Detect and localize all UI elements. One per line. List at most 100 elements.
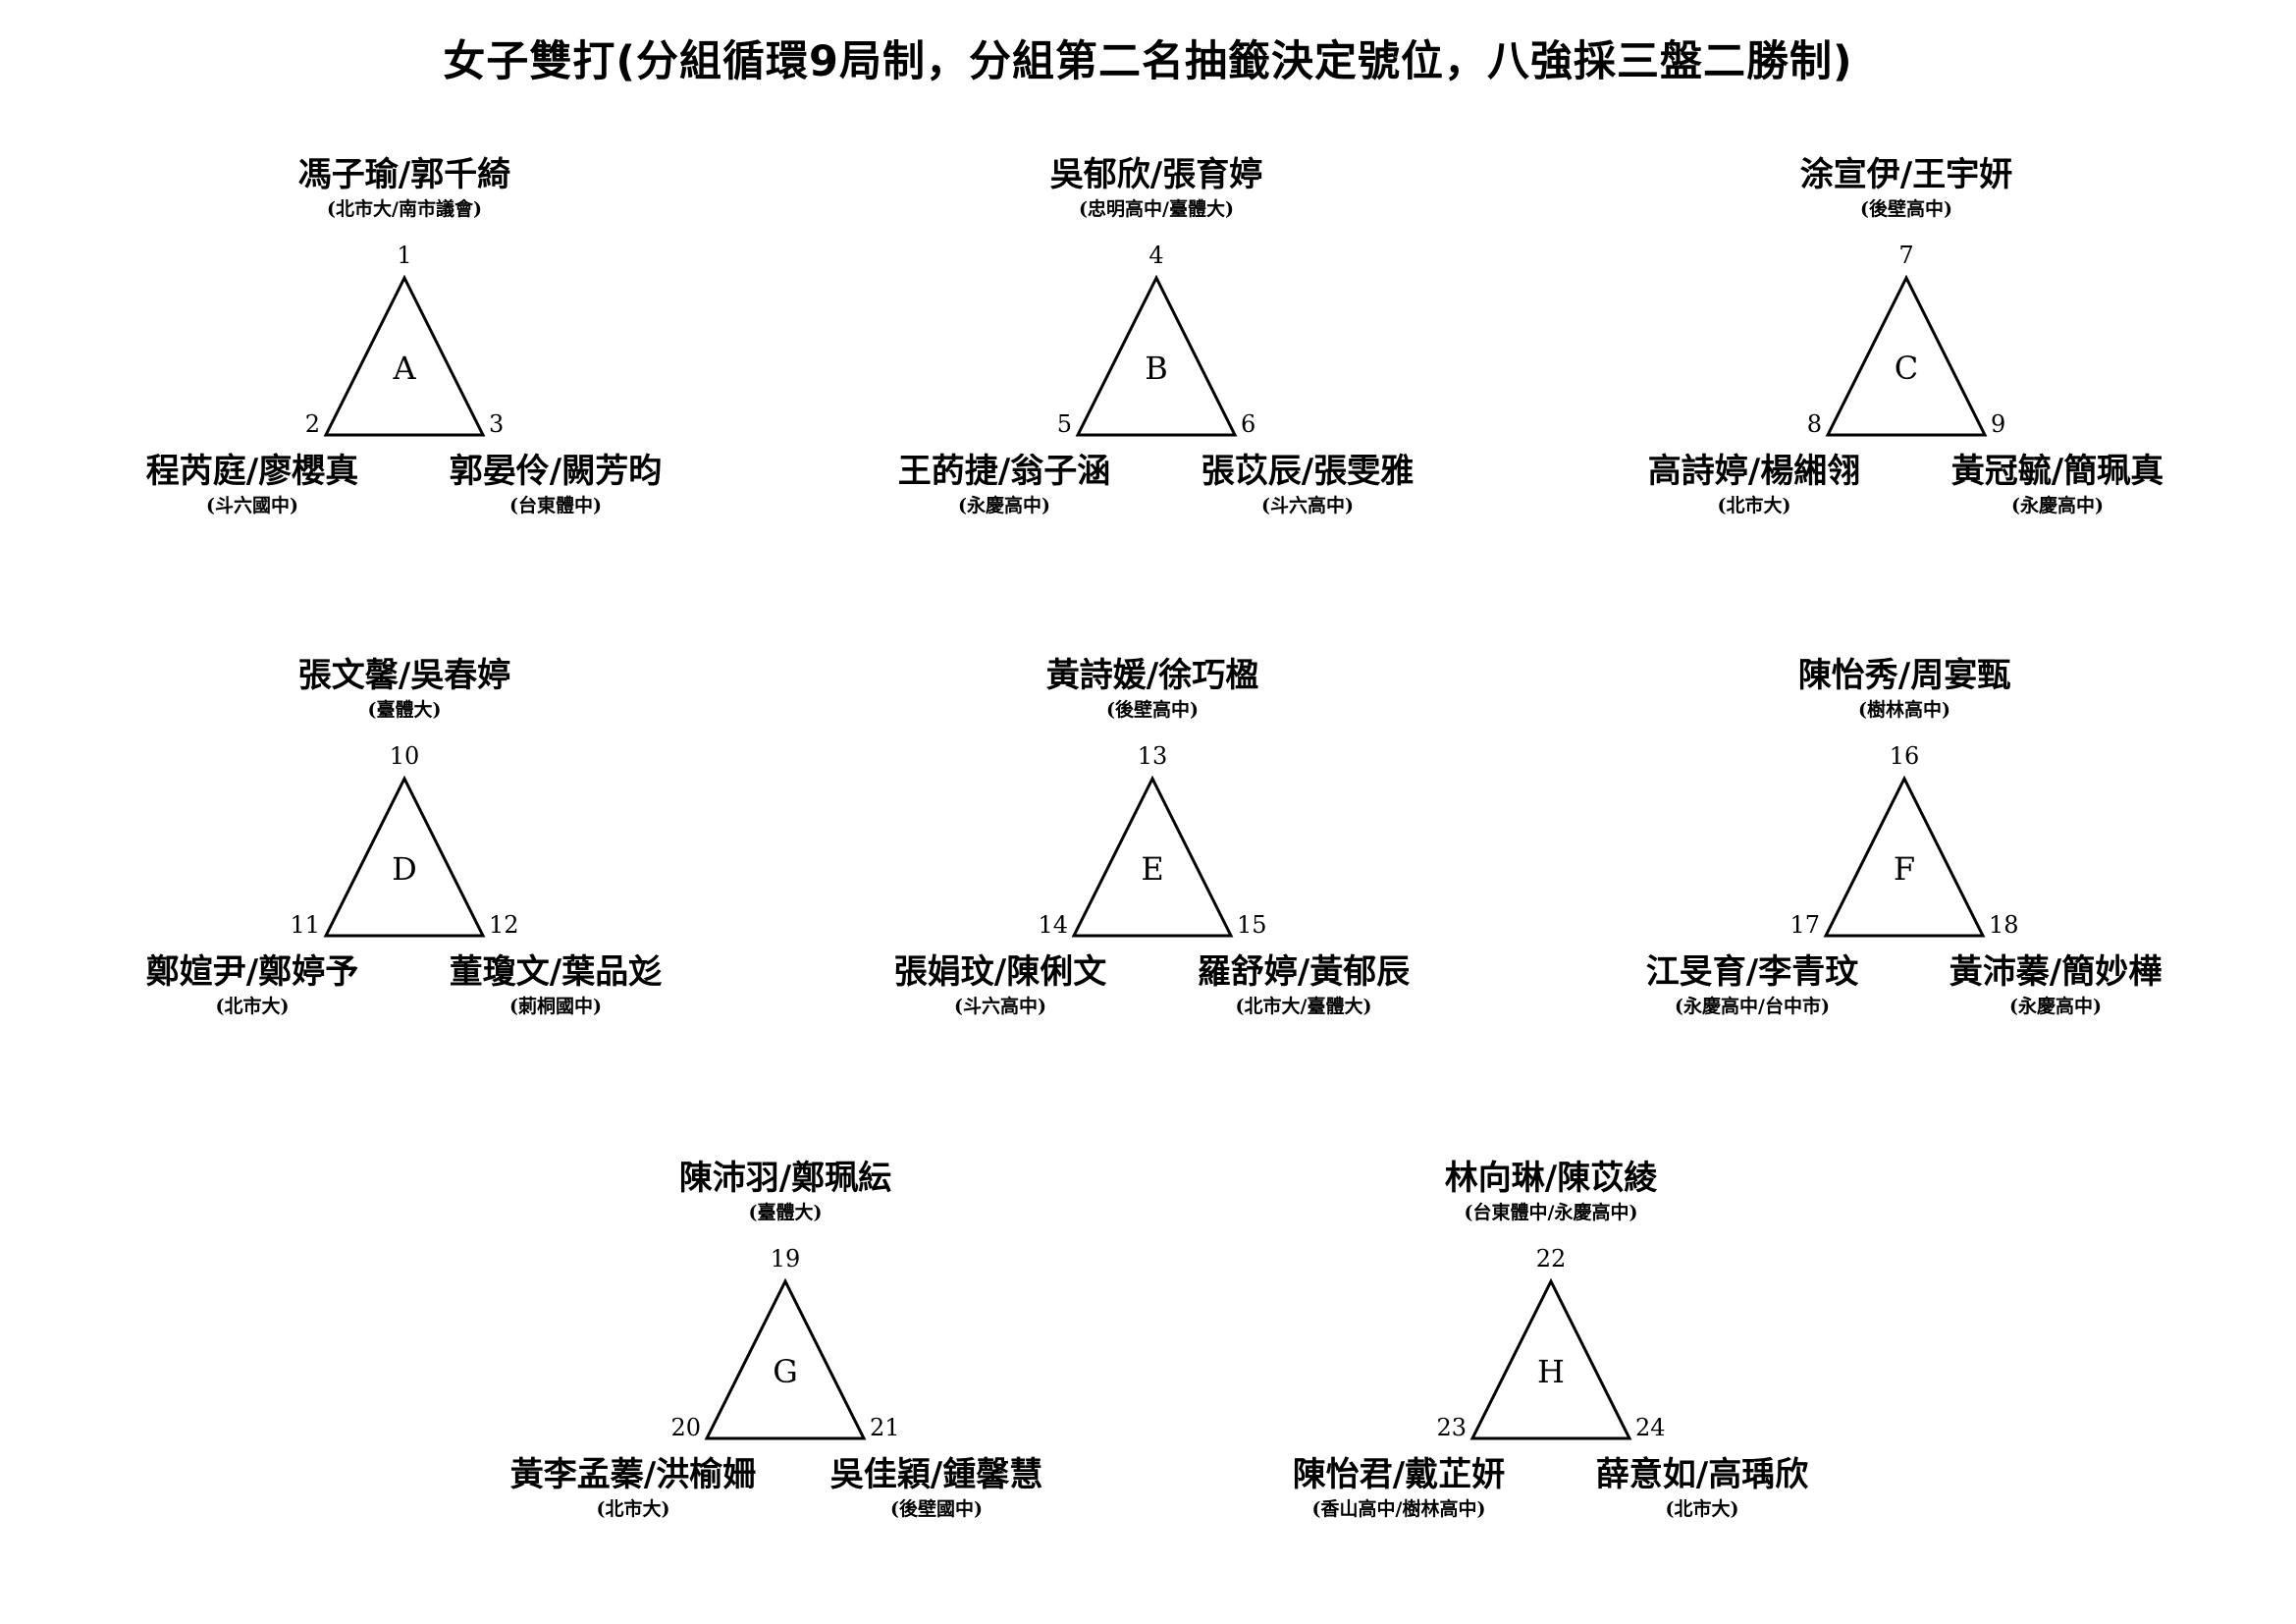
team-bottom-left: 陳怡君/戴芷妍 (香山高中/樹林高中): [1222, 1455, 1575, 1522]
seat-number: 21: [870, 1414, 900, 1441]
team-top: 涂宣伊/王宇妍(後壁高中): [1730, 155, 2083, 222]
team-affiliation: (北市大/南市議會): [327, 198, 482, 220]
group-label: B: [1145, 350, 1168, 387]
seat-number: 3: [489, 410, 505, 438]
team-players: 羅舒婷/黃郁辰: [1197, 952, 1411, 992]
team-bottom-right: 董瓊文/葉品彣 (莿桐國中): [379, 952, 732, 1019]
team-players: 黃詩媛/徐巧楹: [1045, 656, 1259, 695]
team-affiliation: (忠明高中/臺體大): [1079, 198, 1234, 220]
team-affiliation: (斗六國中): [206, 495, 298, 516]
group-triangle: [1071, 775, 1234, 938]
triangle-outline: [323, 274, 486, 437]
group-triangle: [323, 274, 486, 437]
group-label: C: [1894, 350, 1919, 387]
seat-number: 11: [290, 911, 320, 939]
seat-number: 23: [1436, 1414, 1467, 1441]
team-players: 吳佳穎/鍾馨慧: [829, 1455, 1043, 1494]
team-players: 郭晏伶/闕芳昀: [449, 452, 663, 491]
team-affiliation: (樹林高中): [1858, 699, 1950, 721]
seat-number: 5: [1056, 410, 1072, 438]
team-bottom-left: 江旻育/李青玟(永慶高中/台中市): [1575, 952, 1929, 1019]
seat-number: 9: [1991, 410, 2006, 438]
triangle-outline: [1825, 274, 1988, 437]
team-players: 張苡辰/張雯雅: [1201, 452, 1415, 491]
team-affiliation: (臺體大): [748, 1202, 823, 1223]
team-top: 吳郁欣/張育婷 (忠明高中/臺體大): [980, 155, 1333, 222]
team-affiliation: (臺體大): [367, 699, 442, 721]
seat-number: 1: [397, 242, 412, 269]
team-players: 江旻育/李青玟: [1645, 952, 1859, 992]
team-bottom-left: 高詩婷/楊緗翎(北市大): [1577, 452, 1931, 518]
seat-number: 7: [1898, 242, 1914, 269]
seat-number: 14: [1038, 911, 1068, 939]
seat-number: 24: [1635, 1414, 1666, 1441]
team-top: 黃詩媛/徐巧楹(後壁高中): [976, 656, 1329, 723]
team-players: 鄭媗尹/鄭婷予: [145, 952, 359, 992]
seat-number: 22: [1535, 1245, 1567, 1272]
group-triangle: [1075, 274, 1238, 437]
team-bottom-right: 薛意如/高瑀欣 (北市大): [1525, 1455, 1879, 1522]
group-label: E: [1141, 850, 1164, 888]
team-players: 黃沛蓁/簡妙樺: [1949, 952, 2163, 992]
seat-number: 20: [670, 1414, 701, 1441]
team-players: 黃李孟蓁/洪榆姍: [509, 1455, 757, 1494]
team-top: 陳沛羽/鄭珮紜 (臺體大): [609, 1159, 962, 1225]
seat-number: 13: [1137, 742, 1168, 770]
team-players: 張文馨/吳春婷: [297, 656, 511, 695]
team-top: 張文馨/吳春婷 (臺體大): [228, 656, 581, 723]
team-players: 程芮庭/廖櫻真: [145, 452, 359, 491]
seat-number: 19: [770, 1245, 801, 1272]
seat-number: 2: [304, 410, 320, 438]
team-affiliation: (北市大): [1665, 1498, 1739, 1520]
group-label: G: [773, 1353, 798, 1390]
team-bottom-left: 鄭媗尹/鄭婷予 (北市大): [76, 952, 429, 1019]
triangle-outline: [1071, 775, 1234, 938]
team-players: 陳怡秀/周宴甄: [1797, 656, 2011, 695]
team-top: 陳怡秀/周宴甄 (樹林高中): [1728, 656, 2081, 723]
team-affiliation: (永慶高中): [2011, 495, 2104, 516]
team-players: 吳郁欣/張育婷: [1049, 155, 1263, 194]
group-triangle: [323, 775, 486, 938]
triangle-outline: [323, 775, 486, 938]
seat-number: 12: [489, 911, 519, 939]
seat-number: 18: [1989, 911, 2019, 939]
team-bottom-right: 羅舒婷/黃郁辰(北市大/臺體大): [1127, 952, 1480, 1019]
team-players: 薛意如/高瑀欣: [1595, 1455, 1809, 1494]
seat-number: 17: [1789, 911, 1820, 939]
team-affiliation: (斗六高中): [954, 996, 1046, 1017]
team-players: 馮子瑜/郭千綺: [297, 155, 511, 194]
team-top: 林向琳/陳苡綾(台東體中/永慶高中): [1374, 1159, 1728, 1225]
group-label: H: [1537, 1353, 1565, 1390]
group-label: D: [392, 850, 417, 888]
group-triangle: [1823, 775, 1986, 938]
team-players: 張娟玟/陳俐文: [893, 952, 1107, 992]
team-top: 馮子瑜/郭千綺 (北市大/南市議會): [228, 155, 581, 222]
group-triangle: [1825, 274, 1988, 437]
team-players: 陳沛羽/鄭珮紜: [678, 1159, 892, 1198]
team-players: 高詩婷/楊緗翎: [1647, 452, 1861, 491]
team-bottom-right: 張苡辰/張雯雅 (斗六高中): [1131, 452, 1484, 518]
group-label: A: [393, 350, 416, 387]
group-triangle: [704, 1277, 867, 1440]
triangle-outline: [1075, 274, 1238, 437]
seat-number: 4: [1148, 242, 1164, 269]
team-affiliation: (斗六高中): [1261, 495, 1354, 516]
group-triangle: [1469, 1277, 1632, 1440]
team-bottom-right: 吳佳穎/鍾馨慧(後壁國中): [760, 1455, 1113, 1522]
team-affiliation: (莿桐國中): [509, 996, 602, 1017]
team-affiliation: (永慶高中): [958, 495, 1050, 516]
triangle-outline: [704, 1277, 867, 1440]
team-players: 董瓊文/葉品彣: [449, 952, 663, 992]
seat-number: 8: [1806, 410, 1822, 438]
team-affiliation: (北市大): [215, 996, 290, 1017]
group-label: F: [1893, 850, 1916, 888]
page-title: 女子雙打(分組循環9局制，分組第二名抽籤決定號位，八強採三盤二勝制): [443, 37, 1853, 86]
team-bottom-left: 王菂捷/翁子涵(永慶高中): [828, 452, 1181, 518]
seat-number: 6: [1241, 410, 1256, 438]
team-affiliation: (香山高中/樹林高中): [1311, 1498, 1486, 1520]
seat-number: 10: [389, 742, 420, 770]
team-players: 陳怡君/戴芷妍: [1292, 1455, 1506, 1494]
team-affiliation: (台東體中): [509, 495, 602, 516]
team-bottom-right: 黃冠毓/簡珮真(永慶高中): [1881, 452, 2234, 518]
triangle-outline: [1469, 1277, 1632, 1440]
